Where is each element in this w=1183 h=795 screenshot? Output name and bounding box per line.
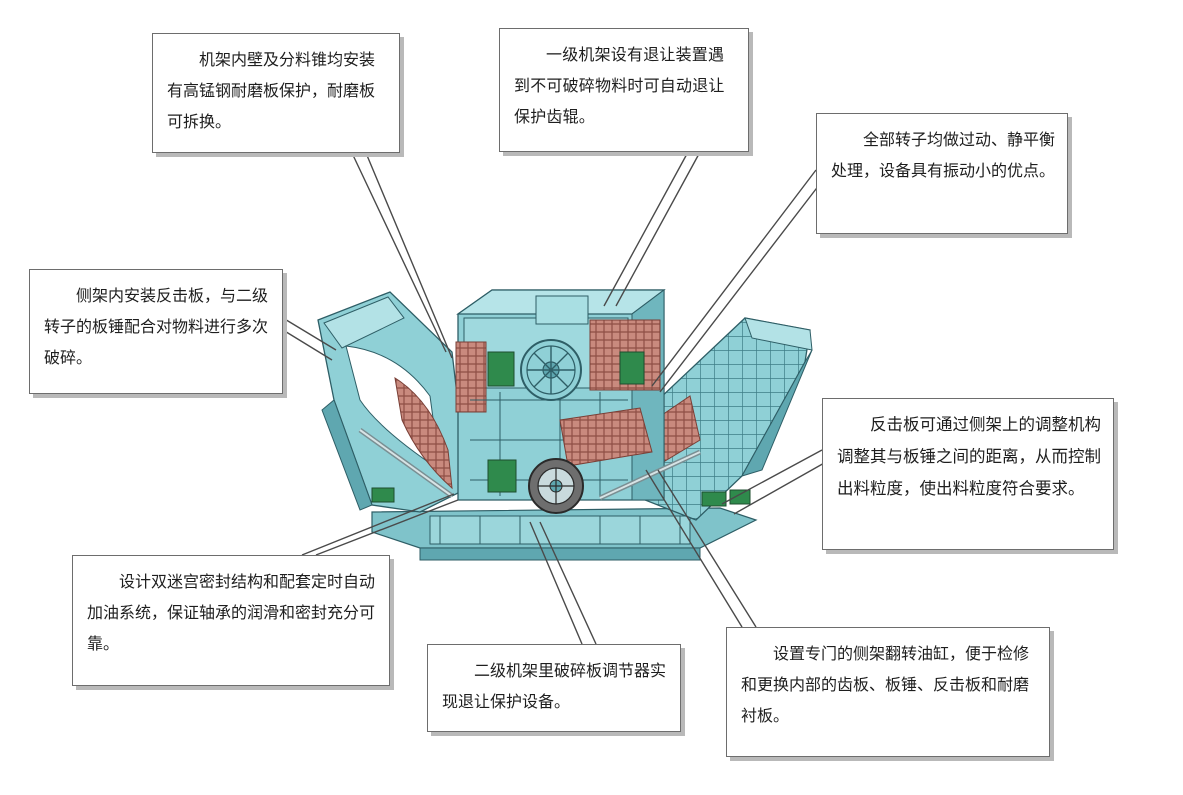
- callout-impact-plate-in-side-frame: 侧架内安装反击板，与二级转子的板锤配合对物料进行多次破碎。: [29, 269, 283, 394]
- callout-text: 设置专门的侧架翻转油缸，便于检修和更换内部的齿板、板锤、反击板和耐磨衬板。: [741, 644, 1030, 725]
- callout-text: 设计双迷宫密封结构和配套定时自动加油系统，保证轴承的润滑和密封充分可靠。: [87, 572, 376, 653]
- callout-text: 侧架内安装反击板，与二级转子的板锤配合对物料进行多次破碎。: [44, 286, 269, 367]
- base-frame: [371, 507, 758, 561]
- leader-line-c3: [651, 169, 827, 393]
- callout-text: 二级机架里破碎板调节器实现退让保护设备。: [442, 661, 667, 711]
- leader-line-c1: [351, 152, 453, 359]
- bearing-seats: [487, 351, 645, 493]
- callout-text: 机架内壁及分料锥均安装有高锰钢耐磨板保护，耐磨板可拆换。: [167, 50, 376, 131]
- lower-flywheel: [528, 458, 584, 514]
- callout-labyrinth-seal-lubrication: 设计双迷宫密封结构和配套定时自动加油系统，保证轴承的润滑和密封充分可靠。: [72, 555, 390, 686]
- callout-impact-plate-adjustment: 反击板可通过侧架上的调整机构调整其与板锤之间的距离，从而控制出料粒度，使出料粒度…: [822, 398, 1114, 550]
- leader-line-c7: [529, 521, 597, 645]
- adjusting-mechanisms: [371, 487, 751, 507]
- leader-line-c4: [282, 317, 337, 361]
- leader-line-c2: [603, 151, 701, 307]
- callout-secondary-frame-adjuster: 二级机架里破碎板调节器实现退让保护设备。: [427, 644, 681, 732]
- leader-line-c8: [645, 469, 757, 628]
- callout-primary-frame-yield-device: 一级机架设有退让装置遇到不可破碎物料时可自动退让保护齿辊。: [499, 28, 749, 152]
- leader-lines: [282, 151, 827, 645]
- leader-line-c5: [721, 449, 827, 515]
- leader-line-c6: [301, 493, 459, 556]
- callout-wear-plate-protection: 机架内壁及分料锥均安装有高锰钢耐磨板保护，耐磨板可拆换。: [152, 33, 400, 153]
- upper-flywheel: [520, 339, 582, 401]
- callout-text: 反击板可通过侧架上的调整机构调整其与板锤之间的距离，从而控制出料粒度，使出料粒度…: [837, 415, 1101, 498]
- hydraulic-cylinders: [358, 427, 702, 501]
- callout-text: 全部转子均做过动、静平衡处理，设备具有振动小的优点。: [831, 130, 1056, 180]
- callout-rotor-balancing: 全部转子均做过动、静平衡处理，设备具有振动小的优点。: [816, 113, 1068, 234]
- right-side-frame: [639, 317, 813, 521]
- left-side-frame: [317, 291, 469, 513]
- callout-text: 一级机架设有退让装置遇到不可破碎物料时可自动退让保护齿辊。: [514, 45, 725, 126]
- callout-side-frame-flip-cylinder: 设置专门的侧架翻转油缸，便于检修和更换内部的齿板、板锤、反击板和耐磨衬板。: [726, 627, 1050, 757]
